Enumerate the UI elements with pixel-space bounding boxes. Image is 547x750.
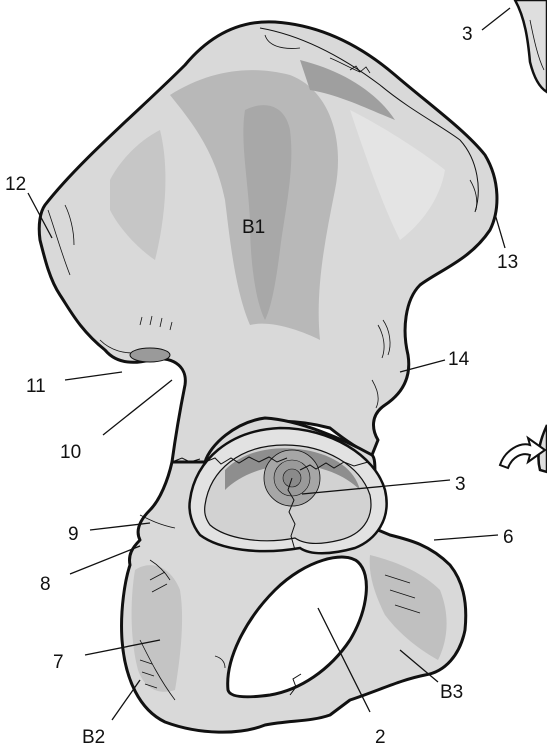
leader-b2: [112, 680, 140, 720]
label-14: 14: [448, 349, 470, 370]
leader-13: [495, 214, 505, 248]
label-3-top: 3: [462, 24, 473, 45]
label-11: 11: [26, 376, 46, 397]
label-2: 2: [375, 727, 386, 748]
label-b2: B2: [82, 727, 105, 748]
hip-bone: [39, 22, 497, 732]
leader-3-top: [482, 8, 510, 30]
label-7: 7: [53, 652, 64, 673]
leader-10: [103, 380, 172, 435]
label-13: 13: [497, 252, 518, 273]
leader-11: [65, 372, 122, 380]
label-6: 6: [503, 527, 514, 548]
leader-6: [434, 535, 498, 540]
label-3-center: 3: [455, 474, 466, 495]
label-b1: B1: [242, 217, 265, 238]
label-9: 9: [68, 524, 79, 545]
label-8: 8: [40, 574, 51, 595]
adjacent-bone-fragment: [515, 0, 547, 92]
label-10: 10: [60, 442, 81, 463]
label-12: 12: [5, 174, 26, 195]
label-b3: B3: [440, 682, 463, 703]
